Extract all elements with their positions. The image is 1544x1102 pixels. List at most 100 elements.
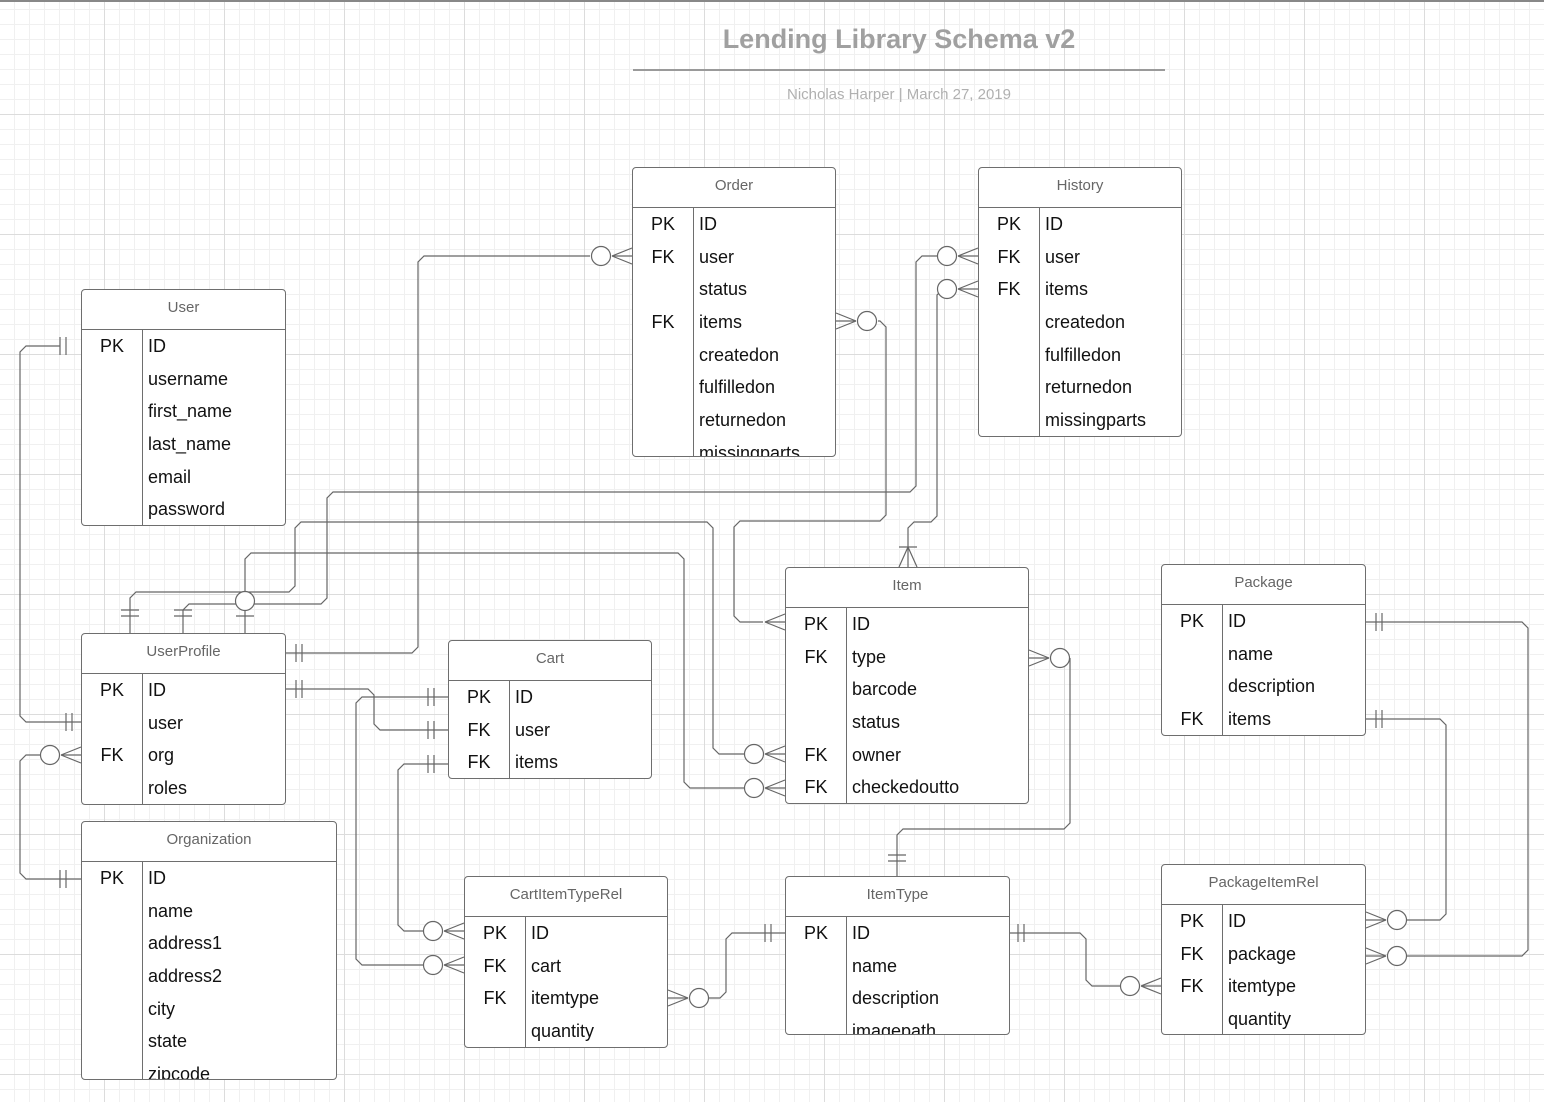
crows-foot-marker	[1365, 947, 1387, 957]
field-row[interactable]: zipcode	[82, 1058, 336, 1079]
field-row[interactable]: createdon	[979, 306, 1181, 339]
key-label: FK	[804, 744, 828, 765]
key-label: FK	[483, 955, 507, 976]
field-row[interactable]: password	[82, 493, 285, 525]
field-row[interactable]: state	[82, 1025, 336, 1058]
field-row[interactable]: quantity	[1162, 1003, 1365, 1034]
key-column-divider	[633, 208, 694, 456]
field-row[interactable]: quantity	[465, 1015, 667, 1047]
key-label: PK	[1179, 611, 1204, 631]
connector-line	[19, 345, 81, 723]
field-row[interactable]: name	[1162, 638, 1365, 671]
field-row[interactable]: fulfilledon	[979, 339, 1181, 372]
field-name: username	[148, 368, 229, 389]
field-name: missingparts	[699, 442, 801, 457]
field-row[interactable]: fulfilledon	[633, 371, 835, 404]
field-row[interactable]: returnedon	[633, 404, 835, 437]
field-row[interactable]: username	[82, 363, 285, 396]
key-label: FK	[651, 246, 675, 267]
field-name: fulfilledon	[1045, 344, 1122, 365]
field-row[interactable]: last_name	[82, 428, 285, 461]
connector-line	[1366, 621, 1529, 957]
field-row[interactable]: city	[82, 993, 336, 1026]
diagram-subtitle: Nicholas Harper | March 27, 2019	[786, 86, 1011, 103]
field-row[interactable]: name	[82, 895, 336, 928]
crows-foot-marker	[898, 546, 909, 568]
field-row[interactable]: FK cart	[465, 950, 667, 983]
key-label: PK	[99, 336, 124, 356]
key-column-divider	[786, 917, 847, 1034]
zero-marker	[1119, 975, 1141, 997]
field-row[interactable]: imagepath	[786, 1015, 1009, 1034]
field-name: status	[852, 712, 901, 733]
key-column-divider	[1162, 905, 1223, 1034]
field-row[interactable]: roles	[82, 772, 285, 804]
field-row[interactable]: address1	[82, 927, 336, 960]
key-label: PK	[466, 687, 491, 707]
field-name: cart	[531, 955, 562, 976]
key-label: PK	[99, 868, 124, 888]
entity-title: UserProfile	[82, 634, 285, 674]
field-row[interactable]: barcode	[786, 673, 1028, 706]
key-column-divider	[82, 862, 143, 1079]
field-row[interactable]: missingparts	[633, 437, 835, 457]
field-row[interactable]: returnedon	[979, 371, 1181, 404]
field-row[interactable]: address2	[82, 960, 336, 993]
field-row[interactable]: description	[786, 982, 1009, 1015]
field-row[interactable]: status	[786, 706, 1028, 739]
field-row[interactable]: name	[786, 950, 1009, 983]
field-name: ID	[852, 923, 870, 943]
crows-foot-marker	[764, 621, 786, 631]
crows-foot-marker	[764, 745, 786, 755]
field-name: ID	[852, 614, 870, 634]
field-row[interactable]: description	[1162, 670, 1365, 703]
field-name: name	[1228, 643, 1274, 664]
connector-line	[1010, 932, 1120, 987]
field-row[interactable]: user	[82, 707, 285, 740]
field-row[interactable]: missingparts	[979, 404, 1181, 436]
field-row[interactable]: email	[82, 461, 285, 494]
zero-marker	[422, 954, 444, 976]
field-row[interactable]: createdon	[633, 339, 835, 372]
field-row[interactable]: status	[633, 273, 835, 306]
field-row[interactable]: first_name	[82, 395, 285, 428]
crows-foot-marker	[1140, 977, 1162, 987]
